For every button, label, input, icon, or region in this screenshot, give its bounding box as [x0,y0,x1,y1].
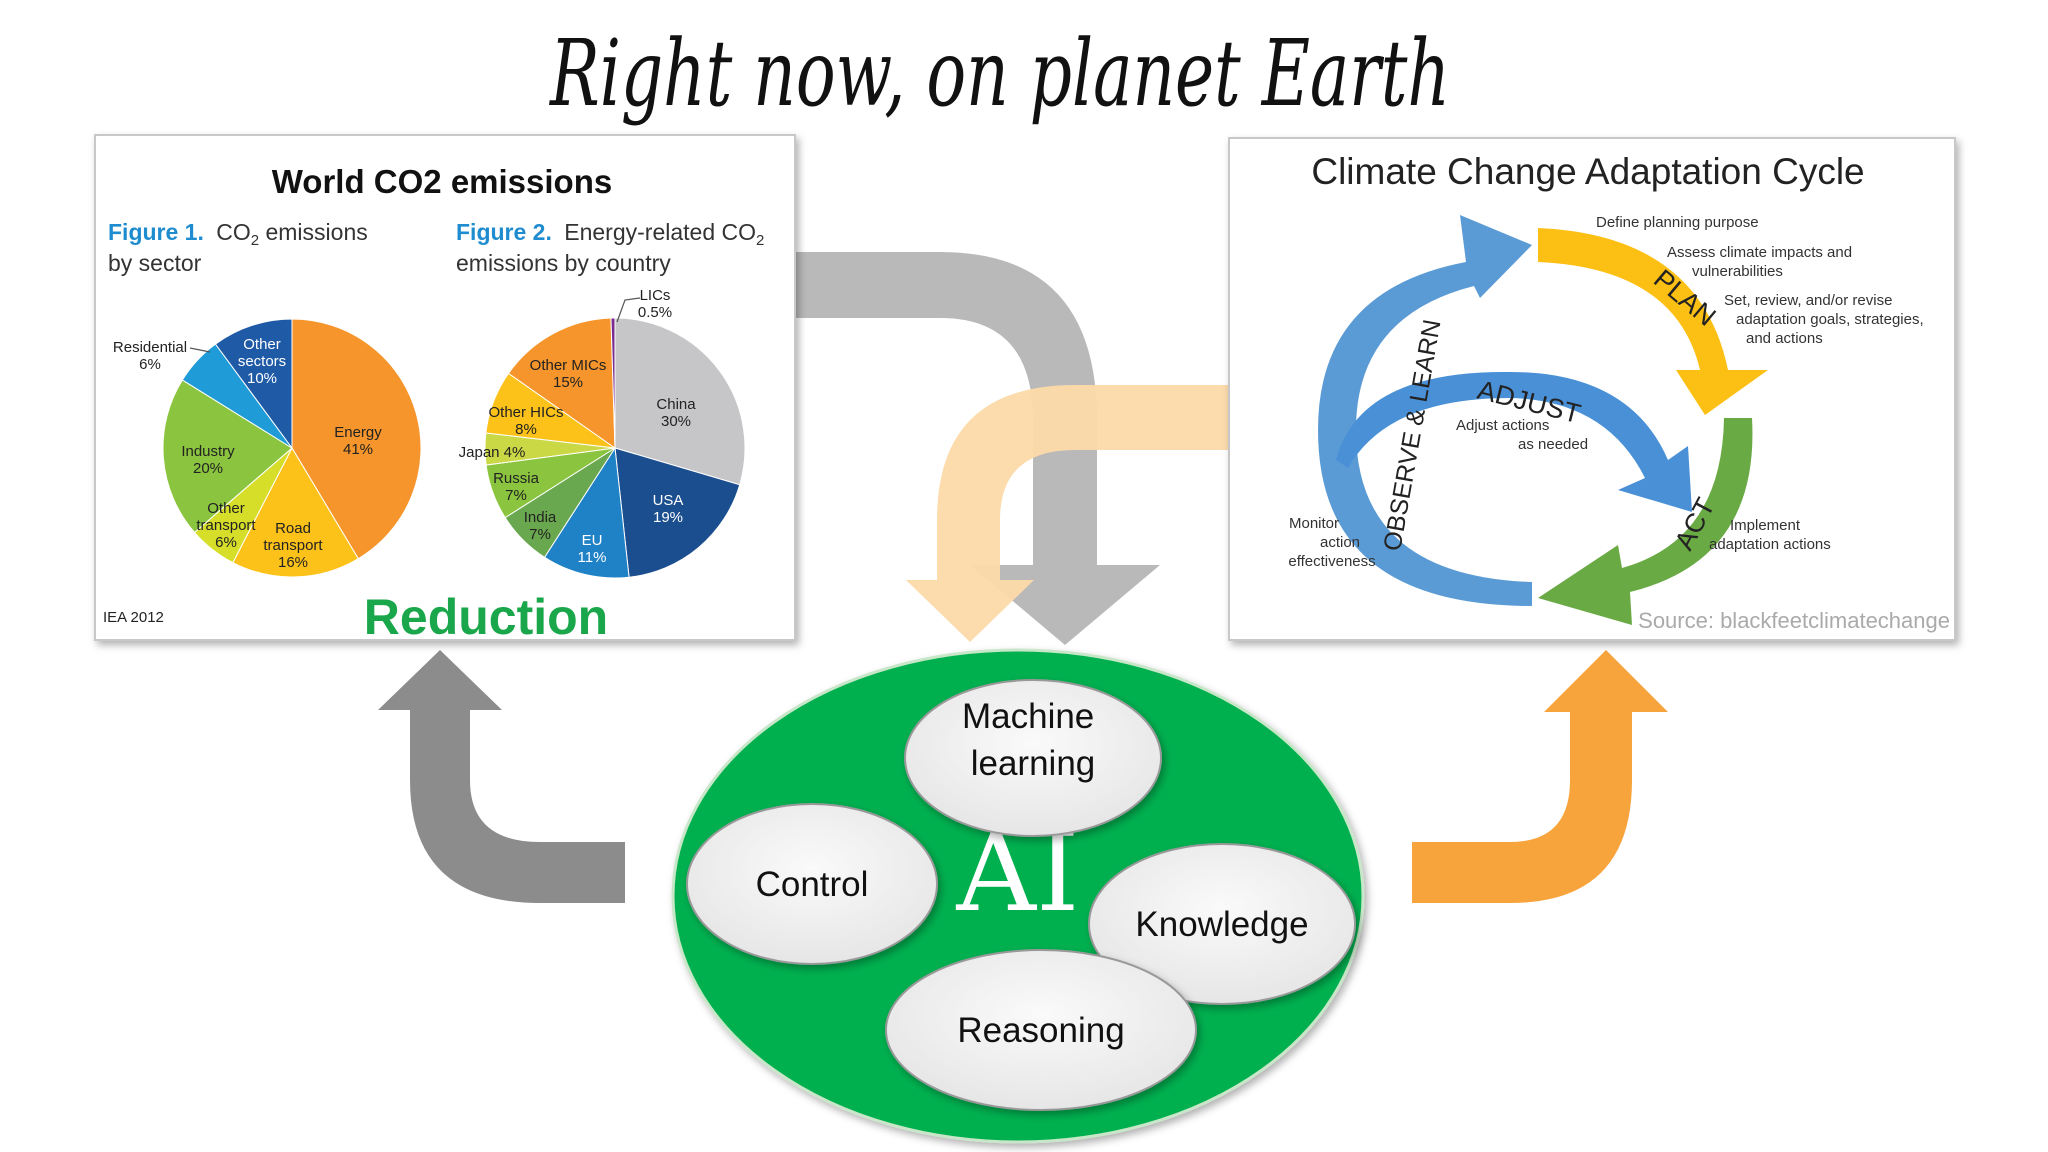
sector-pie-chart [162,318,422,578]
page-title: Right now, on planet Earth [549,20,1450,127]
figure2-caption: Figure 2. Energy-related CO2 [456,219,764,249]
define-purpose-note: Define planning purpose [1596,214,1759,231]
pie-slice-eu [543,446,630,579]
lics-leader-line [616,297,641,323]
adaptation-feedback-arrow [1412,650,1668,903]
machine-learning-bubble [904,679,1162,837]
pie-slice-china [614,317,746,486]
reasoning-bubble [885,949,1197,1111]
co2-emissions-panel: World CO2 emissions Figure 1. CO2 emissi… [94,134,796,645]
observe-learn-arrow [1318,215,1532,606]
pie-slice-other-sectors [214,318,293,450]
co2-source: IEA 2012 [103,609,164,626]
pie-slice-other-mics [507,317,616,449]
peach-flow-arrow [906,385,1228,642]
adjust-arrow [1336,371,1692,512]
adaptation-cycle-panel: Climate Change Adaptation Cycle PLAN ACT… [1228,137,1956,641]
figure1-caption: Figure 1. CO2 emissions [108,219,368,249]
reduction-label: Reduction [364,589,608,645]
co2-panel-heading: World CO2 emissions [272,163,612,200]
cycle-source: Source: blackfeetclimatechange [1638,608,1950,633]
figure1-caption-line2: by sector [108,250,202,276]
knowledge-bubble [1088,843,1356,1005]
reasoning-label: Reasoning [957,1011,1124,1050]
act-arrow [1538,418,1753,625]
plan-arrow [1538,228,1768,415]
reduction-feedback-arrow [378,650,625,903]
pie-slice-lics [610,317,616,449]
grey-flow-arrow [795,252,1160,645]
pie2-label-japan: Japan 4% [459,444,526,461]
residential-leader-line [189,347,211,353]
pie-slice-usa [614,447,741,578]
machine-learning-label: Machine learning [962,697,1104,783]
control-bubble [686,803,938,965]
figure2-caption-line2: emissions by country [456,250,671,276]
pie-slice-industry [162,379,293,534]
knowledge-label: Knowledge [1135,905,1308,944]
pie-slice-road-transport [232,446,359,578]
country-pie-chart [484,317,746,579]
pie-slice-energy [291,318,422,560]
cycle-panel-heading: Climate Change Adaptation Cycle [1311,151,1864,192]
ai-hub: AI Machine learning Control Knowledge Re… [671,648,1365,1144]
control-label: Control [756,865,869,904]
